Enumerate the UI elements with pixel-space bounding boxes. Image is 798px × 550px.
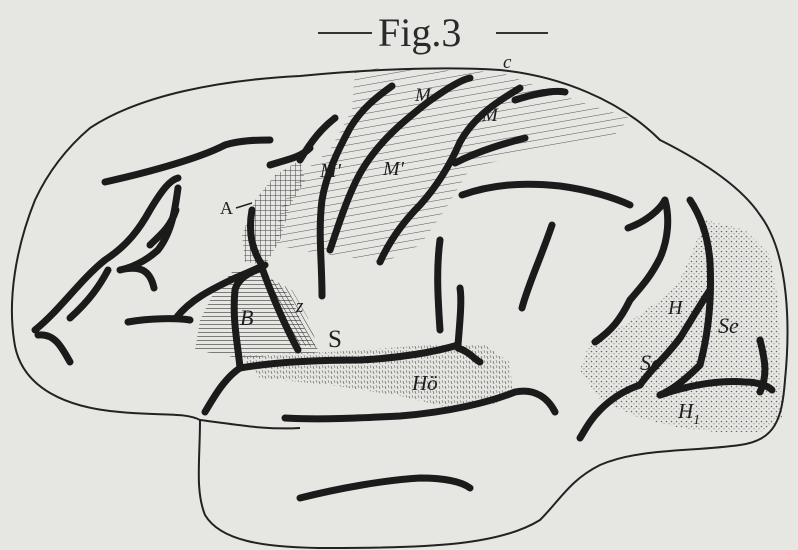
figure-title-text: Fig.3 [378,10,461,55]
label-se-upper: Se [718,313,739,338]
label-a: A [220,198,233,218]
label-m-upper: M [414,85,432,106]
figure-title: Fig.3 [318,10,548,55]
label-h: H [667,297,684,319]
label-z: z [295,296,304,317]
label-se-lower: Se [640,350,661,375]
label-c: c [503,52,512,73]
label-m-prime-right: M' [382,158,405,180]
label-a-pointer [236,203,252,208]
label-m-prime-left: M' [319,160,342,182]
label-b: B [240,305,253,330]
label-ho: Hö [411,371,438,395]
label-m-lower: M [481,105,499,126]
label-s: S [328,326,342,353]
